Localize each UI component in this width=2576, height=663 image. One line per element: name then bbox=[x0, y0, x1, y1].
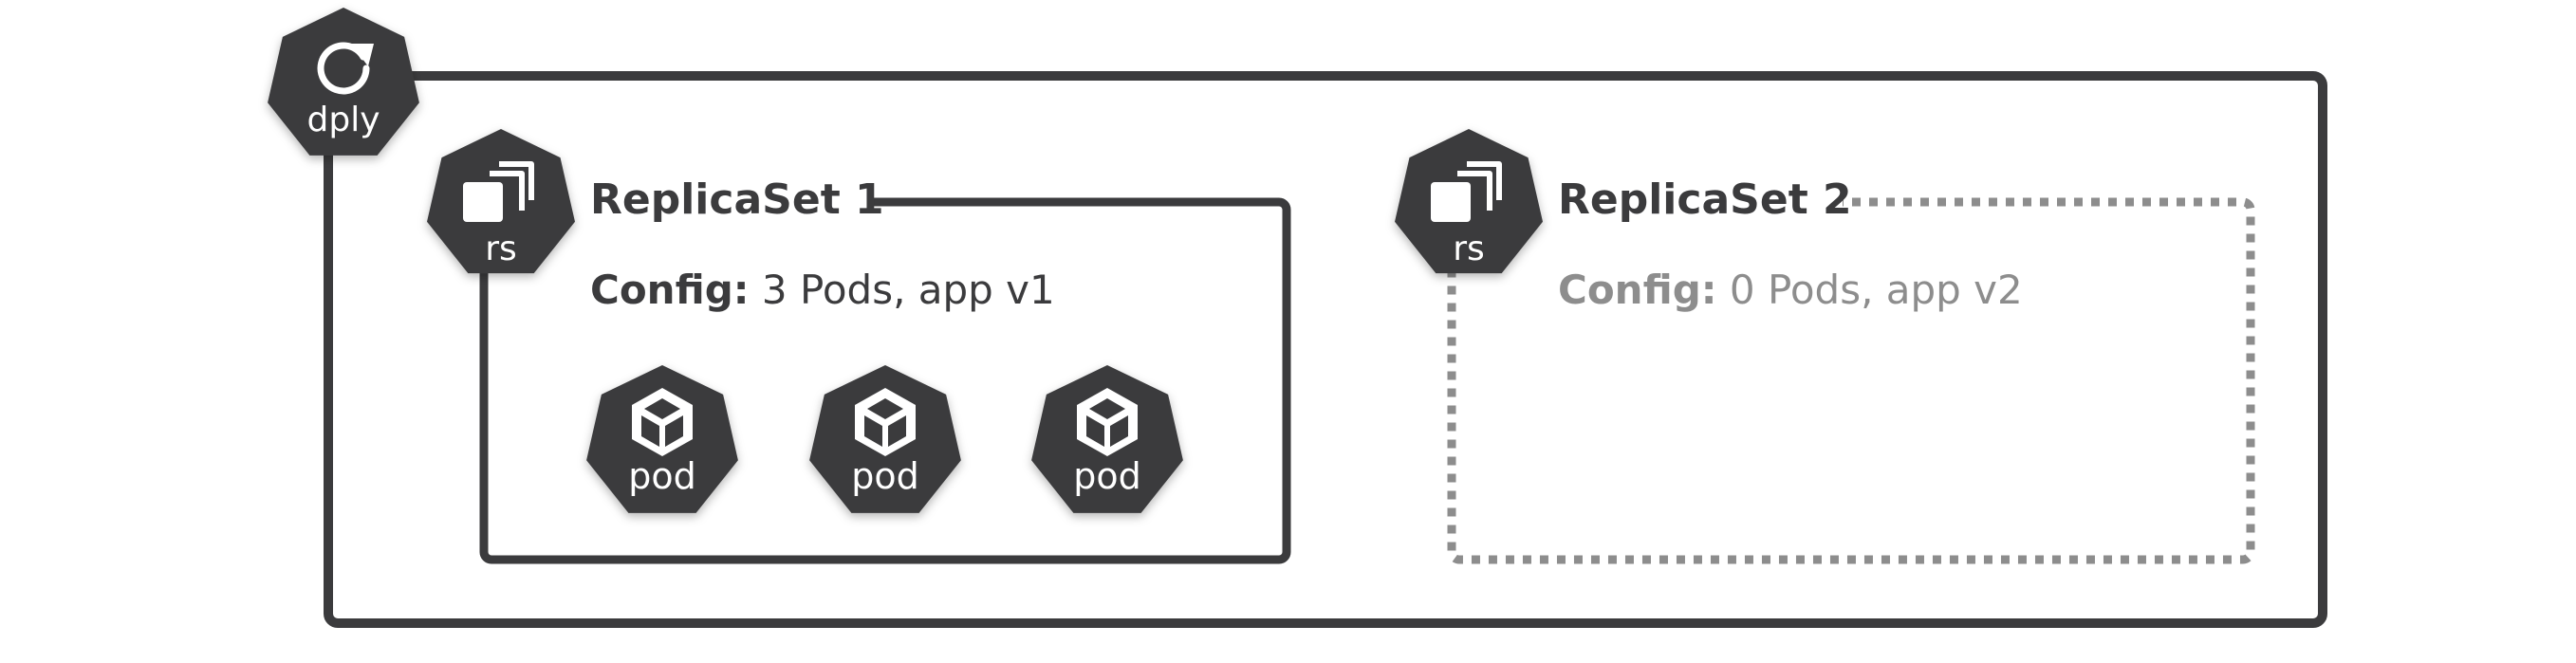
pod-node-1: pod bbox=[586, 365, 738, 513]
config-value: 3 Pods, app v1 bbox=[750, 267, 1055, 313]
replicaset-1-icon-label: rs bbox=[485, 230, 517, 268]
deployment-node: dply bbox=[268, 8, 419, 156]
cube-icon bbox=[1077, 388, 1138, 456]
replicaset-2-config: Config: 0 Pods, app v2 bbox=[1558, 267, 2023, 313]
replicaset-2-frame bbox=[1447, 197, 2255, 564]
deployment-icon-label: dply bbox=[306, 101, 380, 139]
config-value: 0 Pods, app v2 bbox=[1717, 267, 2023, 313]
replicaset-1-title: ReplicaSet 1 bbox=[590, 175, 884, 224]
heptagon-badge bbox=[268, 8, 419, 156]
config-label: Config: bbox=[1558, 267, 1717, 313]
cube-icon bbox=[632, 388, 693, 456]
stacked-squares-icon bbox=[1431, 161, 1502, 222]
pod-label: pod bbox=[851, 455, 919, 497]
stacked-squares-icon bbox=[463, 161, 534, 222]
replicaset-2-title: ReplicaSet 2 bbox=[1558, 175, 1852, 224]
pod-label: pod bbox=[628, 455, 696, 497]
replicaset-2-icon-label: rs bbox=[1453, 230, 1485, 268]
refresh-icon bbox=[317, 42, 374, 95]
replicaset-2-node: rs bbox=[1395, 129, 1543, 274]
pod-node-2: pod bbox=[809, 365, 961, 513]
cube-icon bbox=[855, 388, 916, 456]
replicaset-1-config: Config: 3 Pods, app v1 bbox=[590, 267, 1055, 313]
pod-node-3: pod bbox=[1031, 365, 1183, 513]
deployment-frame bbox=[324, 71, 2327, 628]
replicaset-1-frame bbox=[479, 197, 1291, 564]
pod-label: pod bbox=[1073, 455, 1141, 497]
config-label: Config: bbox=[590, 267, 750, 313]
replicaset-1-node: rs bbox=[427, 129, 575, 274]
